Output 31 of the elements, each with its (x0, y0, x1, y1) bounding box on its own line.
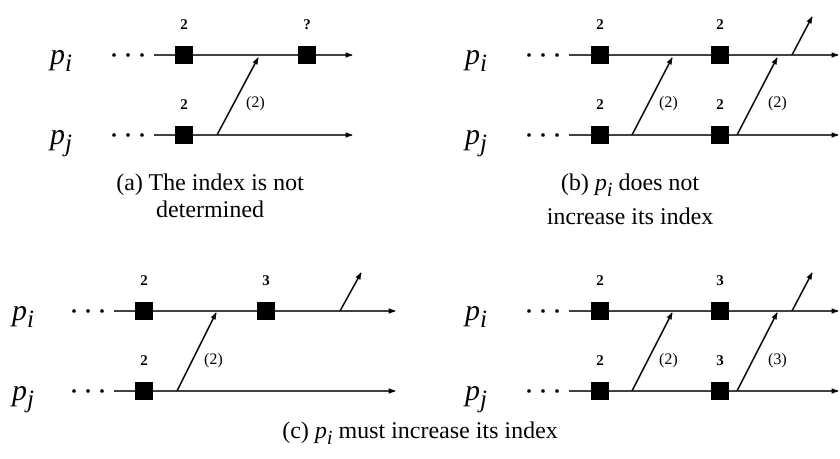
subfigure-caption: (c) p$_{i}$ must increase its index (281, 418, 559, 451)
process-name: p$_{j}$ (465, 374, 487, 415)
index-number: 2 (595, 16, 605, 34)
process-name: p$_{j}$ (50, 118, 72, 159)
index-number: 2 (715, 16, 725, 34)
index-number: 2 (179, 96, 189, 114)
message-label: (3) (767, 351, 788, 369)
message-label: (2) (245, 94, 266, 112)
index-number: 3 (715, 272, 725, 290)
index-number: ? (302, 16, 312, 34)
index-number: 2 (715, 96, 725, 114)
process-name: p$_{j}$ (12, 374, 34, 415)
subfigure-caption: (a) The index is not determined (115, 170, 305, 224)
process-name: p$_{i}$ (465, 38, 487, 79)
subfigure-caption: (b) p$_{i}$ does not increase its index (546, 170, 714, 231)
process-name: p$_{j}$ (465, 118, 487, 159)
index-number: 2 (139, 272, 149, 290)
index-number: 2 (595, 352, 605, 370)
message-label: (2) (203, 351, 224, 369)
index-number: 2 (139, 352, 149, 370)
index-number: 2 (179, 16, 189, 34)
index-number: 2 (595, 96, 605, 114)
process-name: p$_{i}$ (50, 38, 72, 79)
message-label: (2) (767, 94, 788, 112)
index-number: 3 (261, 272, 271, 290)
message-label: (2) (658, 94, 679, 112)
message-label: (2) (658, 351, 679, 369)
index-number: 3 (715, 352, 725, 370)
process-name: p$_{i}$ (465, 294, 487, 335)
process-name: p$_{i}$ (12, 294, 34, 335)
index-number: 2 (595, 272, 605, 290)
